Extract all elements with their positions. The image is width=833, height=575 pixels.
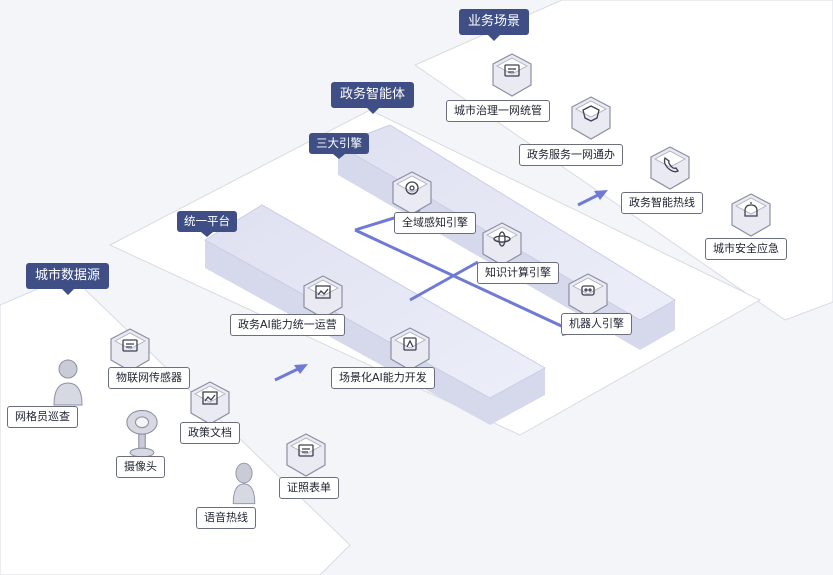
header-gov-agent: 政务智能体 [331,82,415,114]
source-label-1: 网格员巡查 [7,406,78,428]
engines-slab [336,124,676,321]
voice-hotline-icon [232,462,256,505]
scene-label-3: 政务智能热线 [621,192,703,214]
scene-label-2: 政务服务一网通办 [519,144,623,166]
certificate-form-icon [286,433,326,477]
camera-icon [126,409,158,458]
source-label-6: 证照表单 [279,477,339,499]
source-label-5: 语音热线 [196,507,256,529]
city-governance-icon [492,53,532,97]
platform-label-1: 政务AI能力统一运营 [230,314,345,336]
scene-label-4: 城市安全应急 [705,238,787,260]
robot-icon [568,273,608,317]
header-business-scenes: 业务场景 [459,9,530,41]
engine-label-1: 全域感知引擎 [394,212,476,234]
emergency-alarm-icon [731,193,771,237]
platform-label-2: 场景化AI能力开发 [331,367,435,389]
header-city-data-sources: 城市数据源 [26,263,110,295]
iot-sensor-icon [110,328,150,372]
grid-inspector-icon [53,359,83,406]
header-three-engines: 三大引擎 [309,133,369,159]
scene-label-1: 城市治理一网统管 [446,100,550,122]
gov-service-icon [571,96,611,140]
perception-engine-icon [392,171,432,215]
header-unified-platform: 统一平台 [177,211,237,237]
policy-document-icon [190,381,230,425]
hotline-phone-icon [650,146,690,190]
engine-label-3: 机器人引擎 [561,313,632,335]
source-label-2: 物联网传感器 [108,367,190,389]
knowledge-atom-icon [482,222,522,266]
ai-chip-icon [390,327,430,371]
engine-label-2: 知识计算引擎 [477,262,559,284]
source-label-4: 政策文档 [180,422,240,444]
ai-operations-icon [303,275,343,319]
source-label-3: 摄像头 [116,456,165,478]
